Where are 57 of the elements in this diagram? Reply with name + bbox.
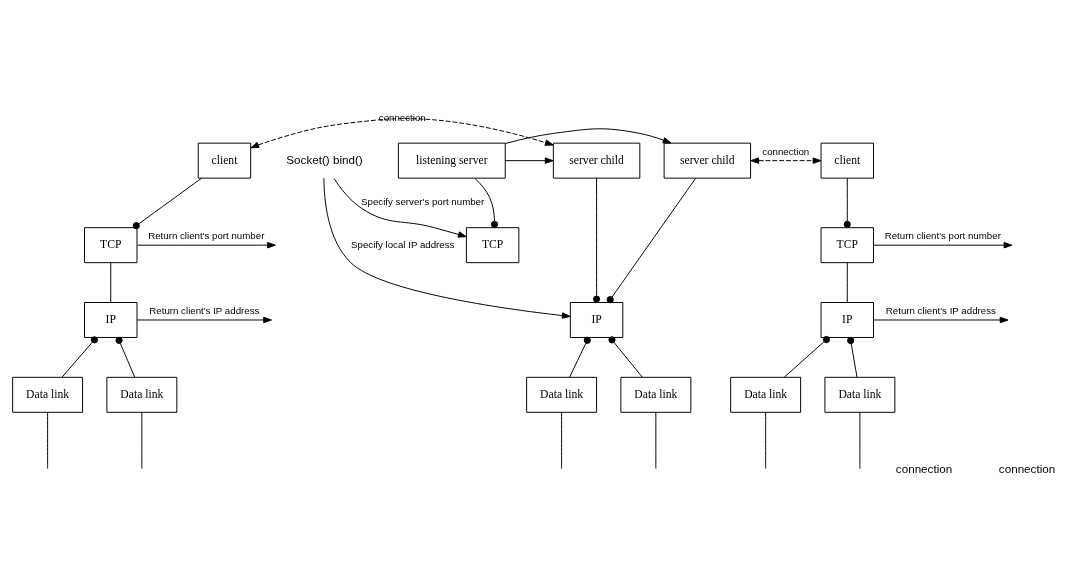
connector xyxy=(561,411,563,469)
connector xyxy=(593,177,601,303)
connector xyxy=(606,177,697,303)
edge-label: Return client's port number xyxy=(148,229,265,241)
node-box: TCP xyxy=(84,226,138,263)
edge-label: Return client's port number xyxy=(884,229,1001,241)
node-box: Data link xyxy=(526,376,598,413)
node-box: TCP xyxy=(820,226,874,263)
arrow xyxy=(504,127,672,144)
connector xyxy=(115,336,136,378)
node-box: TCP xyxy=(465,226,520,263)
node-box: client xyxy=(197,142,252,179)
node-box: server child xyxy=(552,142,641,179)
node-text: Socket() bind() xyxy=(286,152,363,166)
arrow xyxy=(323,177,571,319)
arrow xyxy=(136,241,276,248)
connector xyxy=(847,336,858,378)
connector xyxy=(859,411,861,469)
arrow xyxy=(250,117,554,148)
arrow xyxy=(750,156,822,164)
arrow xyxy=(136,316,272,323)
arrow xyxy=(873,316,1009,323)
connector xyxy=(783,335,830,378)
arrow xyxy=(504,156,554,164)
node-box: Data link xyxy=(12,376,84,413)
connector xyxy=(846,261,848,303)
connector xyxy=(843,177,851,228)
edge-label: connection xyxy=(378,111,426,123)
edge-label: Return client's IP address xyxy=(149,304,260,316)
edge-label: Specify server's port number xyxy=(361,195,485,207)
node-box: client xyxy=(820,142,874,179)
label: connection xyxy=(998,461,1056,475)
edge-label: connection xyxy=(762,145,810,157)
connector xyxy=(132,177,202,229)
arrow xyxy=(333,177,467,238)
edge-label: Return client's IP address xyxy=(885,304,996,316)
node-box: IP xyxy=(84,301,138,338)
connector xyxy=(110,261,112,303)
connector xyxy=(569,336,591,378)
connector xyxy=(47,411,49,469)
node-box: Data link xyxy=(824,376,896,413)
connector xyxy=(608,335,643,378)
edge-label: Specify local IP address xyxy=(351,238,455,250)
node-box: Data link xyxy=(106,376,178,413)
node-box: listening server xyxy=(397,142,506,179)
connector xyxy=(474,177,499,228)
node-box: IP xyxy=(820,301,874,338)
node-box: Data link xyxy=(730,376,802,413)
label: connection xyxy=(895,461,953,475)
connector xyxy=(655,411,657,469)
connector xyxy=(765,411,767,469)
node-box: server child xyxy=(663,142,752,179)
arrow xyxy=(873,241,1013,248)
connector xyxy=(61,335,98,378)
node-box: Data link xyxy=(620,376,692,413)
node-box: IP xyxy=(569,301,624,338)
connector xyxy=(141,411,143,469)
